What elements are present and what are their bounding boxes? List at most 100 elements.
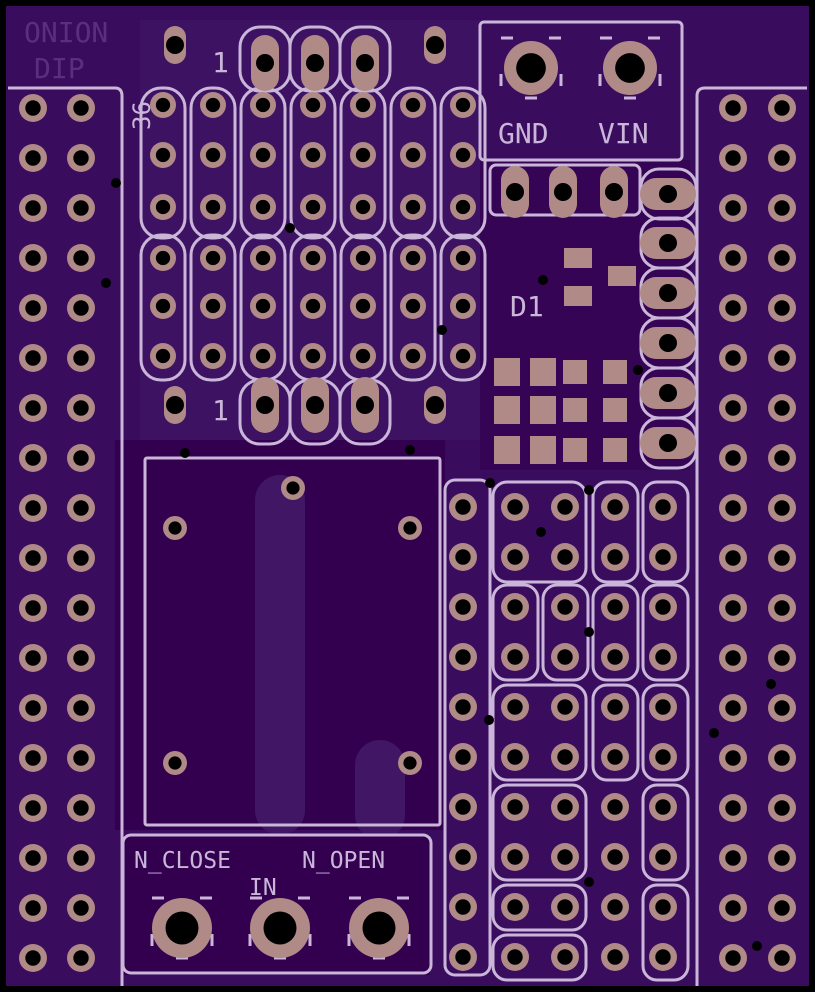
silk-outline xyxy=(491,933,588,982)
drill-hole xyxy=(255,348,271,364)
drill-hole xyxy=(507,699,523,715)
pin36-label: 36 xyxy=(128,101,156,130)
drill-hole xyxy=(256,54,274,72)
drill-hole xyxy=(205,97,221,113)
drill-hole xyxy=(155,348,171,364)
led-smd-pad xyxy=(563,438,587,462)
right-header-outline xyxy=(695,86,807,986)
silk-outline xyxy=(641,883,690,982)
drill-hole xyxy=(25,450,41,466)
drill-hole xyxy=(455,749,471,765)
drill-hole xyxy=(725,100,741,116)
drill-hole xyxy=(516,53,546,83)
drill-hole xyxy=(168,521,182,535)
drill-hole xyxy=(355,298,371,314)
drill-hole xyxy=(507,949,523,965)
via xyxy=(766,679,776,689)
drill-hole xyxy=(655,599,671,615)
drill-hole xyxy=(725,750,741,766)
drill-hole xyxy=(155,147,171,163)
drill-hole xyxy=(255,147,271,163)
drill-hole xyxy=(73,250,89,266)
drill-hole xyxy=(205,199,221,215)
drill-hole xyxy=(557,949,573,965)
drill-hole xyxy=(355,250,371,266)
gnd-label: GND xyxy=(498,117,549,150)
drill-hole xyxy=(506,183,524,201)
via xyxy=(536,527,546,537)
drill-hole xyxy=(557,699,573,715)
drill-hole xyxy=(73,550,89,566)
drill-hole xyxy=(725,900,741,916)
drill-hole xyxy=(607,899,623,915)
silk-outline xyxy=(641,783,690,882)
led-smd-pad xyxy=(494,358,520,386)
silk-outline xyxy=(443,478,492,977)
drill-hole xyxy=(455,199,471,215)
drill-hole xyxy=(455,348,471,364)
silk-outline xyxy=(491,480,588,584)
drill-hole xyxy=(166,36,184,54)
drill-hole xyxy=(659,185,677,203)
drill-hole xyxy=(655,649,671,665)
drill-hole xyxy=(426,36,444,54)
silkscreen-text: ONION DIP 36 1 1 GND VIN D1 N_CLOSE IN N… xyxy=(24,16,649,901)
led-smd-pad xyxy=(563,398,587,422)
brand-dip-label: DIP xyxy=(34,52,85,85)
drill-hole xyxy=(507,749,523,765)
drill-hole xyxy=(25,600,41,616)
pin1-bottom-label: 1 xyxy=(212,394,229,427)
via xyxy=(752,941,762,951)
drill-hole xyxy=(655,799,671,815)
via xyxy=(584,485,594,495)
drill-hole xyxy=(774,650,790,666)
terminal-corner xyxy=(598,36,662,100)
drill-hole xyxy=(426,396,444,414)
pads-layer xyxy=(19,26,796,972)
drill-hole xyxy=(659,384,677,402)
drill-hole xyxy=(73,400,89,416)
terminal-corner xyxy=(499,36,563,100)
drill-hole xyxy=(725,350,741,366)
drill-hole xyxy=(655,949,671,965)
silk-outline xyxy=(491,583,540,682)
drill-hole xyxy=(25,350,41,366)
drill-hole xyxy=(774,200,790,216)
silk-outline xyxy=(189,86,237,240)
drill-hole xyxy=(73,700,89,716)
silk-outline xyxy=(139,86,187,240)
drill-hole xyxy=(73,200,89,216)
silk-outline xyxy=(478,20,684,162)
led-smd-pad xyxy=(494,436,520,464)
drill-hole xyxy=(725,700,741,716)
vin-label: VIN xyxy=(598,117,649,150)
drill-hole xyxy=(774,500,790,516)
drill-hole xyxy=(607,549,623,565)
drill-hole xyxy=(73,850,89,866)
d1-smd-pad xyxy=(608,266,636,286)
drill-hole xyxy=(774,100,790,116)
drill-hole xyxy=(507,599,523,615)
drill-hole xyxy=(73,600,89,616)
drill-hole xyxy=(607,699,623,715)
drill-hole xyxy=(557,799,573,815)
brand-onion-label: ONION xyxy=(24,16,108,49)
copper-trace xyxy=(255,475,305,835)
drill-hole xyxy=(554,183,572,201)
drill-hole xyxy=(255,250,271,266)
drill-hole xyxy=(455,549,471,565)
drill-hole xyxy=(205,348,221,364)
via xyxy=(709,728,719,738)
drill-hole xyxy=(286,481,300,495)
drill-hole xyxy=(774,600,790,616)
n-open-label: N_OPEN xyxy=(302,848,385,874)
d1-smd-pad xyxy=(564,248,592,268)
drill-hole xyxy=(455,147,471,163)
silk-outline xyxy=(491,783,588,882)
drill-hole xyxy=(25,800,41,816)
drill-hole xyxy=(403,756,417,770)
n-close-label: N_CLOSE xyxy=(134,848,231,874)
drill-hole xyxy=(255,199,271,215)
led-smd-pad xyxy=(603,438,627,462)
drill-hole xyxy=(774,950,790,966)
